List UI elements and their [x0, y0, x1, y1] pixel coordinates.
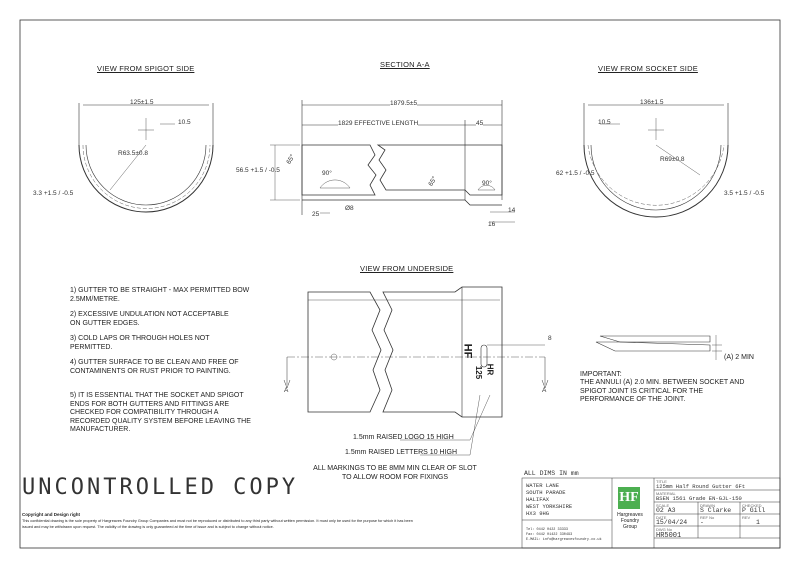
spigot-view	[78, 103, 214, 213]
company-name-line-2: Foundry	[620, 518, 640, 524]
copyright-line-2: issued and may be withdrawn upon request…	[22, 525, 274, 529]
section-d25-dim: 25	[312, 211, 320, 218]
marking-hf: HF	[461, 343, 474, 359]
marking-125: 125	[474, 365, 484, 380]
section-effective-dim: 1829 EFFECTIVE LENGTH	[338, 120, 419, 127]
address-line-2: SOUTH PARADE	[526, 489, 566, 496]
drawing-scale: 02 A3	[656, 507, 676, 514]
section-hole-dim: Ø8	[345, 205, 354, 212]
company-name: Hargreaves Foundry Group	[612, 512, 648, 530]
section-label-a-right: A	[542, 387, 547, 394]
title-label: TITLE	[656, 479, 667, 484]
underside-dim-8: 8	[548, 335, 552, 342]
company-name-line-1: Hargreaves	[617, 512, 643, 518]
section-height-dim: 56.5 +1.5 / -0.5	[236, 167, 280, 174]
section-d14-dim: 14	[508, 207, 516, 214]
socket-height-dim: 62 +1.5 / -0.5	[556, 170, 595, 177]
note-4: 4) GUTTER SURFACE TO BE CLEAN AND FREE O…	[70, 359, 239, 375]
drawn-label: DRAWN	[700, 503, 715, 508]
underside-view-title: VIEW FROM UNDERSIDE	[360, 264, 454, 273]
address-line-3: HALIFAX	[526, 496, 550, 503]
letters-callout: 1.5mm RAISED LETTERS 10 HIGH	[345, 449, 458, 456]
dwg-label: DWG No	[656, 527, 672, 532]
contact-tel: Tel: 0442 0422 33333	[526, 528, 569, 532]
section-view	[270, 100, 515, 223]
socket-radius-dim: R69±0.8	[660, 156, 685, 163]
annulus-text: THE ANNULI (A) 2.0 MIN. BETWEEN SOCKET A…	[580, 379, 745, 403]
section-angle-90a: 90°	[322, 170, 332, 177]
socket-width-dim: 136±1.5	[640, 99, 664, 106]
company-name-line-3: Group	[623, 524, 637, 530]
socket-thickness-dim: 3.5 +1.5 / -0.5	[724, 190, 765, 197]
note-2: 2) EXCESSIVE UNDULATION NOT ACCEPTABLE O…	[70, 311, 229, 327]
annulus-detail	[595, 335, 722, 360]
address-line-4: WEST YORKSHIRE	[526, 503, 573, 510]
note-5: 5) IT IS ESSENTIAL THAT THE SOCKET AND S…	[70, 392, 251, 433]
sheet-border	[19, 19, 781, 549]
copyright-heading: Copyright and Design right	[22, 512, 80, 517]
markings-note: ALL MARKINGS TO BE 8MM MIN CLEAR OF SLOT…	[313, 465, 477, 481]
drawn-by: S Clarke	[700, 507, 732, 514]
checked-by: P Gill	[742, 507, 766, 514]
spigot-thickness-dim: 3.3 +1.5 / -0.5	[33, 190, 74, 197]
logo-callout: 1.5mm RAISED LOGO 15 HIGH	[353, 434, 454, 441]
note-3: 3) COLD LAPS OR THROUGH HOLES NOT PERMIT…	[70, 335, 210, 351]
section-angle-90b: 90°	[482, 180, 492, 187]
ref-label: REF No	[700, 515, 715, 520]
section-view-title: SECTION A-A	[380, 60, 430, 69]
drawing-title: 125mm Half Round Gutter 6Ft	[656, 483, 746, 490]
company-logo: HF	[618, 487, 640, 509]
drawing-material: BSEN 1561 Grade EN-GJL-150	[656, 495, 742, 502]
socket-offset-dim: 10.5	[598, 119, 611, 126]
copyright-line-1: This confidential drawing is the sole pr…	[22, 519, 413, 523]
date-label: DATE	[656, 515, 667, 520]
uncontrolled-copy-stamp: UNCONTROLLED COPY	[22, 475, 299, 500]
spigot-view-title: VIEW FROM SPIGOT SIDE	[97, 64, 195, 73]
note-1: 1) GUTTER TO BE STRAIGHT - MAX PERMITTED…	[70, 287, 250, 303]
spigot-offset-dim: 10.5	[178, 119, 191, 126]
all-dims-note: ALL DIMS IN mm	[524, 470, 579, 477]
drawing-ref: -	[700, 519, 704, 526]
scale-label: SCALE	[656, 503, 670, 508]
drawing-rev: 1	[756, 519, 760, 526]
drawing-number: HR5001	[656, 532, 682, 540]
section-label-a-left: A	[284, 387, 289, 394]
drawing-date: 15/04/24	[656, 519, 688, 526]
title-block	[521, 477, 781, 549]
spigot-width-dim: 125±1.5	[130, 99, 154, 106]
material-label: MATERIAL	[656, 491, 676, 496]
checked-label: CHECKED	[742, 503, 762, 508]
contact-fax: Fax: 0442 01422 330493	[526, 533, 573, 537]
section-overall-dim: 1879.5±5	[390, 100, 418, 107]
socket-view-title: VIEW FROM SOCKET SIDE	[598, 64, 698, 73]
rev-label: REV	[742, 515, 751, 520]
annulus-dim: (A) 2 MIN	[724, 354, 754, 361]
annulus-important: IMPORTANT:	[580, 371, 622, 378]
address-line-5: HX3 9HG	[526, 510, 550, 517]
address-line-1: WATER LANE	[526, 482, 560, 489]
marking-hr: HR	[485, 363, 495, 376]
socket-view	[583, 103, 729, 218]
contact-email: E-MAIL: info@hargreavesfoundry.co.uk	[526, 538, 602, 542]
underside-view	[283, 286, 549, 456]
section-socket-length-dim: 45	[476, 120, 484, 127]
section-d16-dim: 16	[488, 221, 496, 228]
spigot-radius-dim: R63.5±0.8	[118, 150, 148, 157]
